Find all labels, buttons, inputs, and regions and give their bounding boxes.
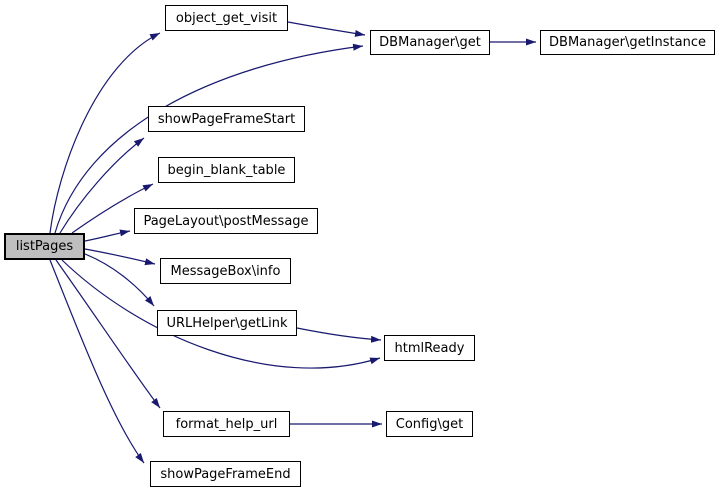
edge-listPages-format_help_url <box>55 259 161 409</box>
edge-listPages-object_get_visit <box>49 32 161 234</box>
edge-listPages-begin_blank_table <box>71 183 154 234</box>
edge-listPages-URLHelper_getLink <box>84 253 155 307</box>
edge-object_get_visit-DBManager_get <box>287 21 366 37</box>
edge-listPages-MessageBox_info <box>84 248 156 266</box>
edge-listPages-PageLayout_postMessage <box>84 229 131 242</box>
edge-listPages-showPageFrameStart <box>59 137 145 234</box>
node-URLHelper-getLink[interactable]: URLHelper\getLink <box>157 310 297 336</box>
edge-listPages-htmlReady <box>61 259 381 369</box>
node-showPageFrameEnd[interactable]: showPageFrameEnd <box>150 461 301 487</box>
node-DBManager-getInstance[interactable]: DBManager\getInstance <box>540 30 715 55</box>
node-listPages[interactable]: listPages <box>4 233 85 260</box>
edge-listPages-showPageFrameEnd <box>49 259 145 464</box>
edge-listPages-DBManager_get <box>54 43 364 234</box>
node-showPageFrameStart[interactable]: showPageFrameStart <box>148 106 305 132</box>
node-begin_blank_table[interactable]: begin_blank_table <box>158 157 295 183</box>
node-PageLayout-postMessage[interactable]: PageLayout\postMessage <box>134 208 318 234</box>
edge-URLHelper_getLink-htmlReady <box>296 327 382 343</box>
node-MessageBox-info[interactable]: MessageBox\info <box>160 258 291 284</box>
node-object_get_visit[interactable]: object_get_visit <box>165 5 288 31</box>
node-Config-get[interactable]: Config\get <box>386 411 473 437</box>
edges <box>49 21 536 464</box>
node-htmlReady[interactable]: htmlReady <box>384 335 475 361</box>
node-format_help_url[interactable]: format_help_url <box>163 411 290 437</box>
node-DBManager-get[interactable]: DBManager\get <box>370 30 490 55</box>
